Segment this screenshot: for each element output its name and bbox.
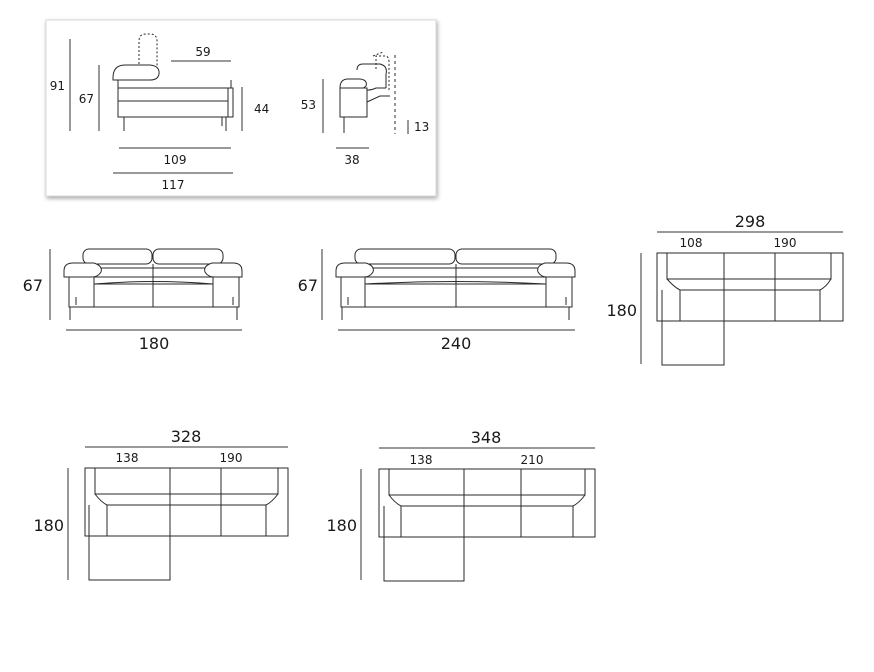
sofa-240-height-label: 67: [298, 276, 318, 295]
corner-328-depth-label: 180: [33, 516, 64, 535]
dim-arm-height: 53: [301, 98, 316, 112]
arm-body-profile: [339, 87, 368, 118]
dim-arm-width: 38: [344, 153, 359, 167]
sofa-body-profile: [117, 87, 229, 118]
sofa-240-width-label: 240: [441, 334, 472, 353]
sofa-240-arm-left: [340, 274, 366, 308]
arm-profile-view: [339, 51, 396, 134]
sofa-180-width-label: 180: [139, 334, 170, 353]
corner-298-chaise-width-label: 108: [680, 236, 703, 250]
dim-total-height: 91: [50, 79, 65, 93]
sofa-240-back-cushion-right: [455, 248, 557, 265]
corner-348-sofa-width-label: 210: [521, 453, 544, 467]
sofa-240-front-view: [335, 248, 576, 320]
sofa-180-back-cushion-left: [82, 248, 153, 265]
corner-348-depth-label: 180: [326, 516, 357, 535]
headrest-cushion: [112, 64, 160, 81]
corner-298-total-width-label: 298: [735, 212, 766, 231]
corner-348-chaise: [383, 536, 465, 582]
sofa-180-back-cushion-right: [152, 248, 224, 265]
corner-348-plan-view: [378, 468, 596, 582]
dim-seat-back-height: 67: [79, 92, 94, 106]
corner-328-total-width-label: 328: [171, 427, 202, 446]
corner-298-backrest: [666, 252, 832, 280]
profile-panel-frame: [45, 19, 437, 197]
corner-348-chaise-width-label: 138: [410, 453, 433, 467]
dim-headrest-extension: 59: [195, 45, 210, 59]
dim-leg-height: 13: [414, 120, 429, 134]
sofa-240-arm-right: [545, 274, 573, 308]
sofa-180-arm-right: [212, 274, 240, 308]
corner-328-plan-view: [84, 467, 289, 581]
sofa-180-armrest-right: [204, 262, 243, 278]
dim-seat-height: 44: [254, 102, 269, 116]
corner-348-backrest: [388, 468, 586, 496]
profile-panel: 91 67 59 44 109 117 53 38 13: [45, 19, 437, 197]
corner-298-sofa-width-label: 190: [774, 236, 797, 250]
corner-298-depth-label: 180: [606, 301, 637, 320]
sofa-240-armrest-right: [537, 262, 576, 278]
corner-328-sofa-width-label: 190: [220, 451, 243, 465]
sofa-180-arm-left: [68, 274, 95, 308]
sofa-240-armrest-left: [335, 262, 374, 278]
corner-328-chaise: [88, 535, 171, 581]
corner-348-total-width-label: 348: [471, 428, 502, 447]
side-profile-view: [112, 33, 234, 131]
corner-328-backrest: [94, 467, 279, 495]
sofa-180-armrest-left: [63, 262, 102, 278]
corner-298-plan-view: [656, 252, 844, 366]
headrest-raised-outline: [138, 33, 158, 72]
sofa-180-front-view: [63, 248, 243, 320]
corner-328-chaise-width-label: 138: [116, 451, 139, 465]
dim-depth-closed: 109: [164, 153, 187, 167]
corner-298-chaise: [661, 320, 725, 366]
sofa-240-back-cushion-left: [354, 248, 456, 265]
dim-depth-open: 117: [162, 178, 185, 192]
sofa-180-height-label: 67: [23, 276, 43, 295]
